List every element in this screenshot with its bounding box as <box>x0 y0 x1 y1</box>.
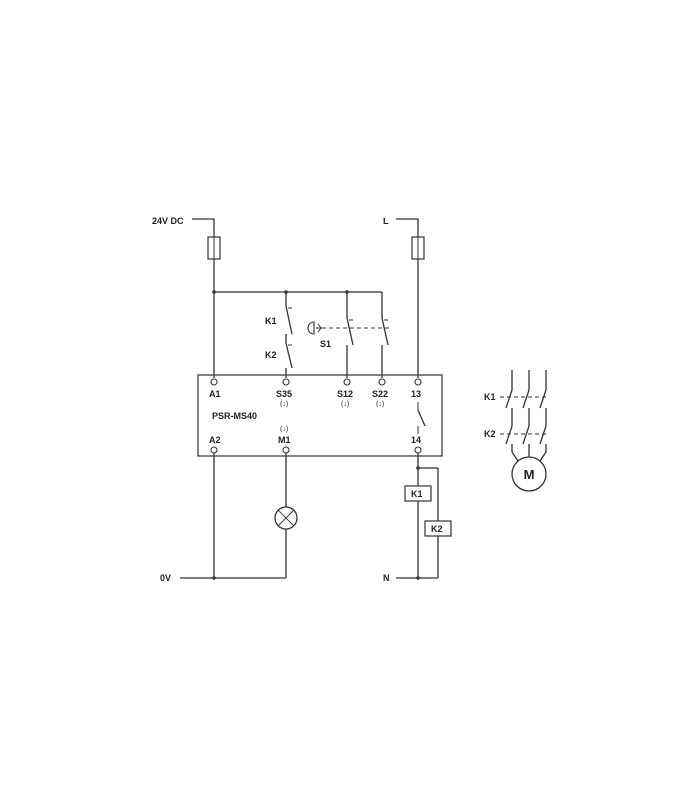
label-n: N <box>383 573 390 583</box>
terminal-s35 <box>282 378 290 386</box>
terminal-s22-label: S22 <box>372 389 388 399</box>
module-name: PSR-MS40 <box>212 411 257 421</box>
terminal-a2-label: A2 <box>209 435 221 445</box>
supply-24v-branch: 24V DC <box>152 216 221 378</box>
supply-l-branch: L <box>383 216 425 378</box>
module-box <box>197 374 443 457</box>
psr-ms40-module: PSR-MS40 A1 S35 (↓) S12 (↓) S22 (↓) 13 A… <box>197 374 443 457</box>
output-contact-13-14 <box>417 402 426 434</box>
terminal-s35-label: S35 <box>276 389 292 399</box>
signal-lamp-icon <box>274 506 298 530</box>
label-0v: 0V <box>160 573 171 583</box>
label-24v-dc: 24V DC <box>152 216 184 226</box>
coil-k1-label: K1 <box>411 489 423 499</box>
terminal-13-label: 13 <box>411 389 421 399</box>
motor-symbol: M <box>524 467 535 482</box>
motor-icon: M <box>511 456 547 492</box>
feedback-contact-k2-label: K2 <box>265 350 277 360</box>
feedback-contact-k1-label: K1 <box>265 316 277 326</box>
estop-mushroom-icon <box>307 321 315 335</box>
terminal-s12 <box>343 378 351 386</box>
terminal-s12-label: S12 <box>337 389 353 399</box>
estop-s1: S1 <box>307 292 390 378</box>
terminal-m1-label: M1 <box>278 435 291 445</box>
contactor-coil-branch: K1 K2 N <box>383 453 452 583</box>
terminal-m1 <box>282 446 290 454</box>
zero-volt-branch: 0V <box>160 453 286 583</box>
feedback-contact-chain: K1 K2 <box>265 292 293 378</box>
terminal-s12-arrow: (↓) <box>341 401 349 408</box>
terminal-a2 <box>210 446 218 454</box>
motor-k2-label: K2 <box>484 429 496 439</box>
terminal-s22-arrow: (↓) <box>376 401 384 408</box>
coil-k2: K2 <box>424 520 452 537</box>
label-l: L <box>383 216 389 226</box>
terminal-14-label: 14 <box>411 435 421 445</box>
terminal-14 <box>414 446 422 454</box>
motor-circuit: K1 K2 M <box>484 370 548 492</box>
motor-k1-label: K1 <box>484 392 496 402</box>
top-bus <box>212 290 382 294</box>
terminal-s35-arrow: (↓) <box>280 401 288 408</box>
motor-contacts-k2: K2 <box>484 425 548 452</box>
terminal-m1-arrow: (↓) <box>280 426 288 433</box>
terminal-a1 <box>210 378 218 386</box>
motor-contacts-k1: K1 <box>484 389 548 426</box>
estop-label: S1 <box>320 339 331 349</box>
terminal-s22 <box>378 378 386 386</box>
coil-k1: K1 <box>404 485 432 502</box>
terminal-13 <box>414 378 422 386</box>
terminal-a1-label: A1 <box>209 389 221 399</box>
signal-lamp-branch <box>274 453 298 578</box>
coil-k2-label: K2 <box>431 524 443 534</box>
